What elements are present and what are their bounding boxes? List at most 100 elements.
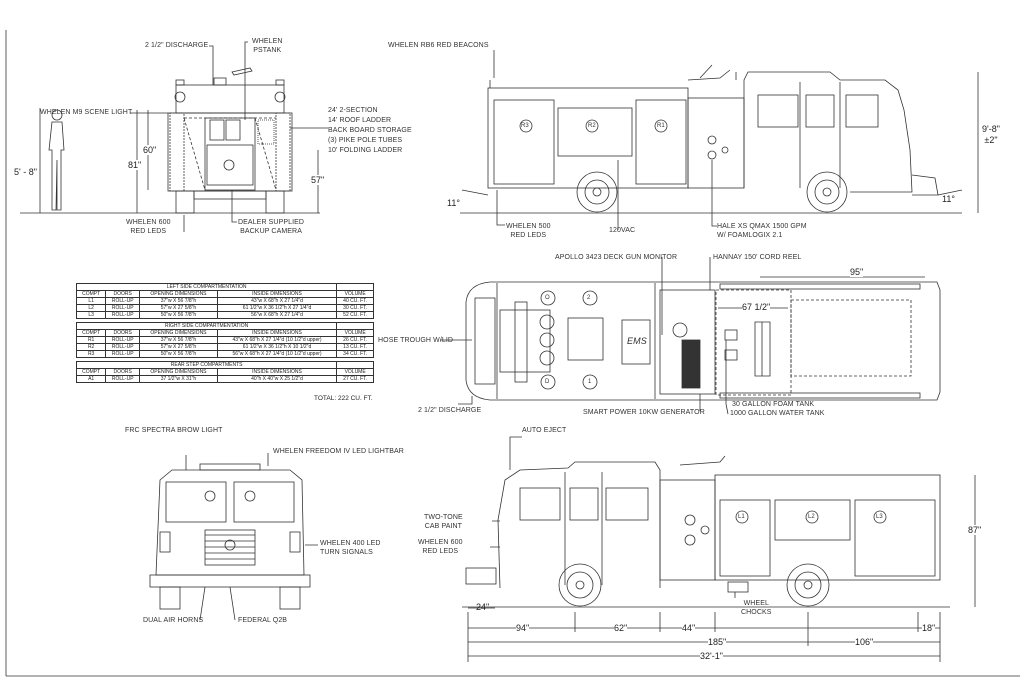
column-header: DOORS xyxy=(105,368,141,376)
table-cell: 50"w X 56 7/8"h xyxy=(139,311,218,319)
dim-57: 57" xyxy=(311,175,325,185)
table-section-title: LEFT SIDE COMPARTMENTATION xyxy=(75,283,374,291)
table-cell: ROLL-UP xyxy=(105,304,141,312)
dim-18: 18" xyxy=(922,623,936,633)
compartment-l1: L1 xyxy=(738,514,745,520)
beacons-label: WHELEN RB6 RED BEACONS xyxy=(388,42,489,49)
table-cell: L3 xyxy=(75,311,107,319)
hose-trough-label: HOSE TROUGH W/LID xyxy=(378,337,454,344)
pstank-line: PSTANK xyxy=(253,47,282,54)
table-cell: 40 CU. FT. xyxy=(336,297,374,305)
column-header: VOLUME xyxy=(336,290,374,298)
storage-line: BACK BOARD STORAGE xyxy=(328,127,412,134)
table-section-title: RIGHT SIDE COMPARTMENTATION xyxy=(75,322,374,330)
compartment-r3: R3 xyxy=(521,123,529,129)
pstank-line: WHELEN xyxy=(252,38,283,45)
scene-light-label: WHELEN M9 SCENE LIGHT xyxy=(40,109,133,116)
dim-95: 95" xyxy=(850,267,864,277)
table-cell: 50"w X 56 7/8"h xyxy=(139,350,218,358)
camera-label: DEALER SUPPLIED BACKUP CAMERA xyxy=(238,218,304,236)
storage-label: 24' 2-SECTION 14' ROOF LADDER BACK BOARD… xyxy=(328,106,412,156)
table-cell: 61 1/2"w X 36 1/2"h X 27 1/4"d xyxy=(216,304,338,312)
table-cell: 30 CU. FT. xyxy=(336,304,374,312)
pstank-label: WHELEN PSTANK xyxy=(252,37,283,55)
compartment-r1: R1 xyxy=(657,123,665,129)
air-horns-label: DUAL AIR HORNS xyxy=(143,617,204,624)
storage-line: 24' 2-SECTION xyxy=(328,107,378,114)
foam-tank-label: 30 GALLON FOAM TANK xyxy=(732,401,815,408)
auto-eject-label: AUTO EJECT xyxy=(522,427,567,434)
dim-87: 87" xyxy=(968,525,982,535)
dim-67: 67 1/2" xyxy=(742,302,771,312)
dim-line: 9'-8" xyxy=(982,124,1000,134)
storage-line: 10' FOLDING LADDER xyxy=(328,147,403,154)
table-cell: 57"w X 27 5/8"h xyxy=(139,343,218,351)
dim-81: 81" xyxy=(128,160,142,170)
table-cell: A1 xyxy=(75,375,107,383)
compartment-l3: L3 xyxy=(876,514,883,520)
generator-label: SMART POWER 10KW GENERATOR xyxy=(583,409,705,416)
label-line: DEALER SUPPLIED xyxy=(238,219,305,226)
column-header: INSIDE DIMENSIONS xyxy=(216,329,338,337)
dim-person-height: 5' - 8" xyxy=(14,167,37,177)
table-cell: 27 CU. FT. xyxy=(336,375,374,383)
label-line: TWO-TONE xyxy=(424,514,463,521)
label-line: CHOCKS xyxy=(741,609,772,616)
column-header: DOORS xyxy=(105,329,141,337)
table-cell: R2 xyxy=(75,343,107,351)
table-cell: ROLL-UP xyxy=(105,336,141,344)
column-header: OPENING DIMENSIONS xyxy=(139,290,218,298)
table-section-title: REAR STEP COMPARTMENTS xyxy=(75,361,374,369)
table-cell: 43"w X 68"h X 27 1/4"d xyxy=(216,297,338,305)
storage-line: 14' ROOF LADDER xyxy=(328,117,392,124)
table-cell: ROLL-UP xyxy=(105,375,141,383)
table-cell: 40"h X 40"w X 25 1/2"d xyxy=(216,375,338,383)
table-cell: 61 1/2"w X 36 1/2"h X 10 1/2"d xyxy=(216,343,338,351)
dim-front-angle: 11° xyxy=(942,194,955,204)
table-cell: 13 CU. FT. xyxy=(336,343,374,351)
column-header: COMPT xyxy=(75,290,107,298)
table-cell: 57"w X 27 5/8"h xyxy=(139,304,218,312)
compartment-r2: R2 xyxy=(588,123,596,129)
column-header: OPENING DIMENSIONS xyxy=(139,329,218,337)
label-line: RED LEDS xyxy=(422,548,459,555)
top-discharge-label: 2 1/2" DISCHARGE xyxy=(418,407,482,414)
table-cell: ROLL-UP xyxy=(105,297,141,305)
label-line: RED LEDS xyxy=(510,232,547,239)
dim-rear-angle: 11° xyxy=(447,198,460,208)
lightbar-label: WHELEN FREEDOM IV LED LIGHTBAR xyxy=(273,448,404,455)
section-title: LEFT SIDE COMPARTMENTATION xyxy=(75,283,338,291)
dim-62: 62" xyxy=(614,623,628,633)
label-line: BACKUP CAMERA xyxy=(240,228,302,235)
total-volume: TOTAL: 222 CU. FT. xyxy=(314,395,373,402)
vac-label: 120VAC xyxy=(609,227,636,234)
table-cell: L2 xyxy=(75,304,107,312)
front-view-truck xyxy=(149,453,318,621)
dim-106: 106" xyxy=(855,637,874,647)
column-header: OPENING DIMENSIONS xyxy=(139,368,218,376)
seat-d: D xyxy=(545,379,550,385)
label-line: WHELEN 500 xyxy=(506,223,551,230)
table-cell: L1 xyxy=(75,297,107,305)
seat-2: 2 xyxy=(587,295,591,301)
section-title: REAR STEP COMPARTMENTS xyxy=(75,361,338,369)
table-cell: 52 CU. FT. xyxy=(336,311,374,319)
table-cell: 26 CU. FT. xyxy=(336,336,374,344)
table-cell: 56"w X 68"h X 27 1/4"d xyxy=(216,311,338,319)
column-header: VOLUME xyxy=(336,329,374,337)
label-line: WHELEN 600 xyxy=(126,219,171,226)
column-header: DOORS xyxy=(105,290,141,298)
rear-view-truck xyxy=(20,41,328,232)
table-cell: R3 xyxy=(75,350,107,358)
empty-cell xyxy=(336,361,374,369)
